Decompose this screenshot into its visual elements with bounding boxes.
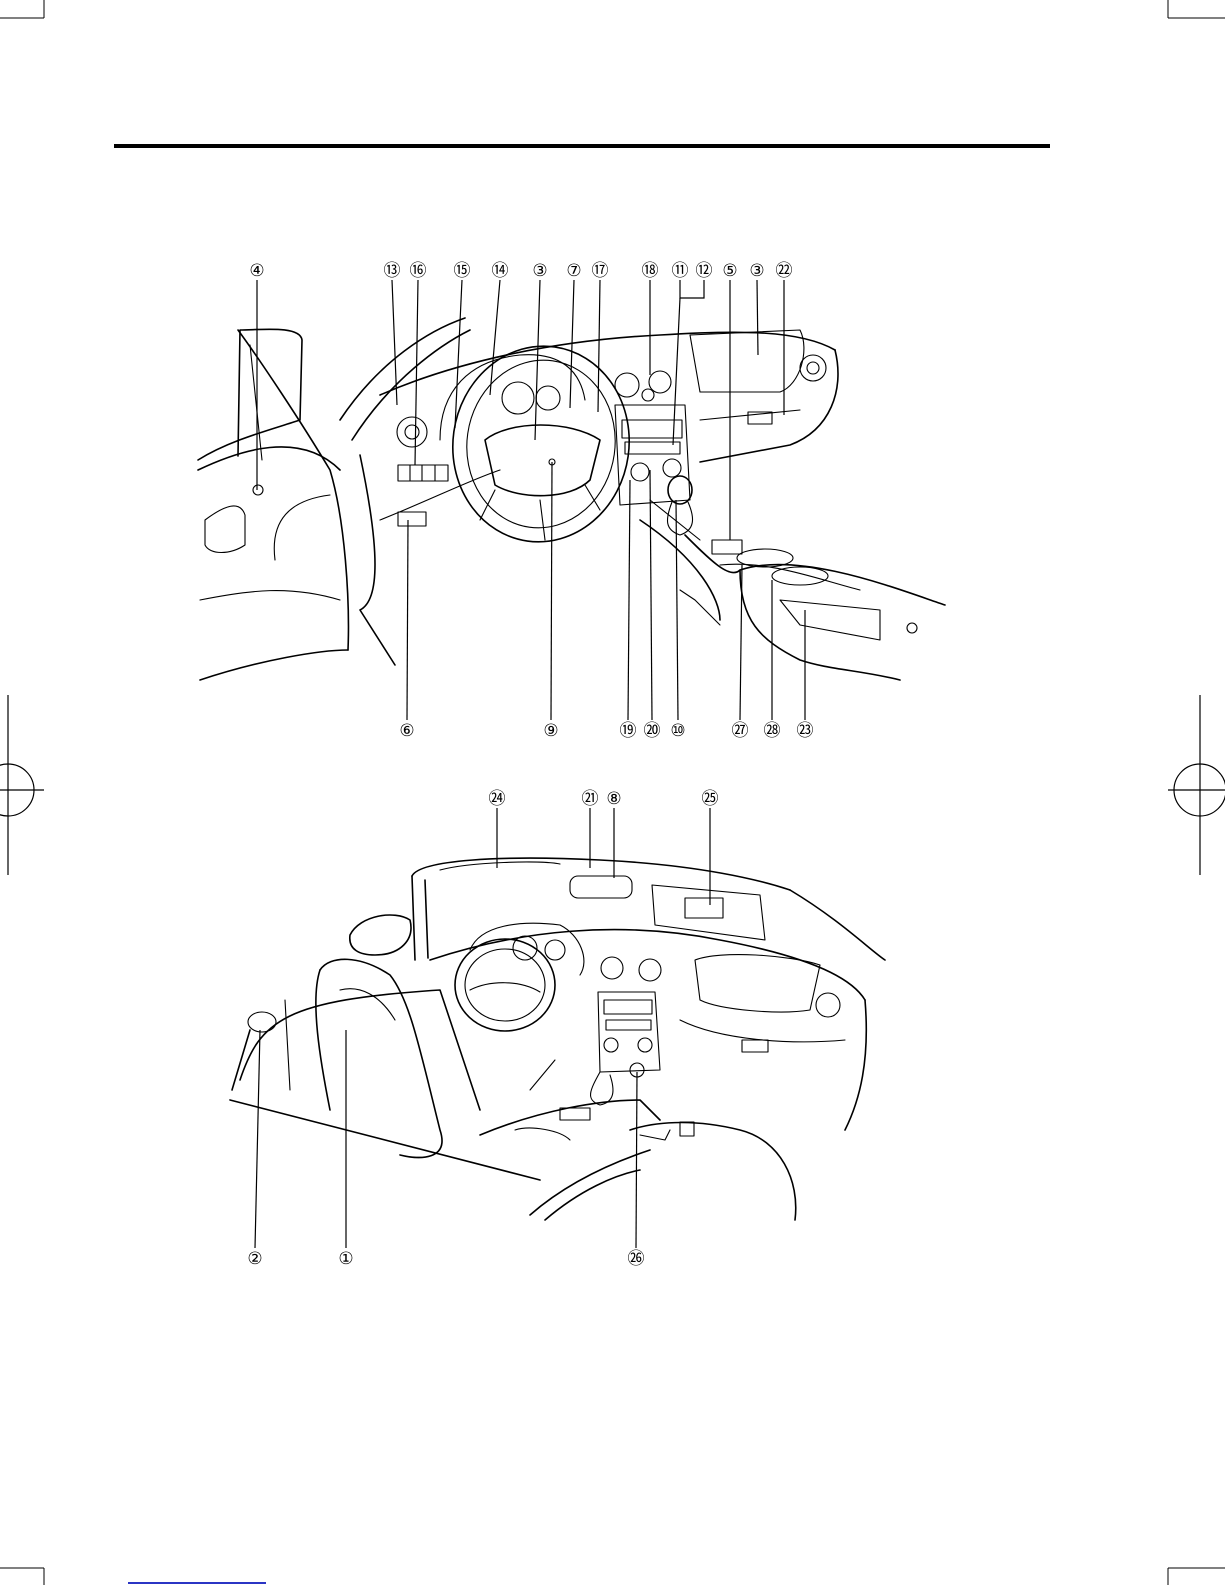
lower-bottom-callouts: ② ① ㉖ — [247, 1249, 644, 1269]
callout-24: ㉔ — [489, 789, 506, 809]
callout-25: ㉕ — [702, 789, 719, 809]
callout-26: ㉖ — [628, 1249, 645, 1269]
registration-mark-left — [0, 695, 44, 875]
callout-11: ⑪ — [672, 261, 689, 281]
callout-28: ㉘ — [764, 721, 781, 741]
callout-23: ㉓ — [797, 721, 814, 741]
callout-15: ⑮ — [454, 261, 471, 281]
callout-18: ⑱ — [642, 261, 659, 281]
lower-top-callouts: ㉔ ㉑ ⑧ ㉕ — [489, 789, 719, 809]
callout-5: ⑤ — [722, 261, 737, 281]
callout-14: ⑭ — [492, 261, 509, 281]
callout-13: ⑬ — [384, 261, 401, 281]
callout-17: ⑰ — [592, 261, 609, 281]
registration-mark-right — [1168, 695, 1225, 875]
callout-4: ④ — [249, 261, 264, 281]
callout-7: ⑦ — [566, 261, 581, 281]
callout-8: ⑧ — [606, 789, 621, 809]
upper-top-callouts: ④ ⑬ ⑯ ⑮ ⑭ ③ ⑦ ⑰ ⑱ ⑪ ⑫ ⑤ ③ ㉒ — [249, 261, 792, 281]
upper-leader-lines — [257, 280, 805, 720]
callout-2: ② — [247, 1249, 262, 1269]
callout-3b: ③ — [749, 261, 764, 281]
callout-10: ⑩ — [670, 721, 685, 741]
callout-20: ⑳ — [644, 721, 661, 741]
callout-19: ⑲ — [620, 721, 637, 741]
callout-12: ⑫ — [696, 261, 713, 281]
cabin-illustration — [230, 858, 885, 1220]
callout-22: ㉒ — [776, 261, 793, 281]
callout-3a: ③ — [532, 261, 547, 281]
callout-9: ⑨ — [543, 721, 558, 741]
callout-21: ㉑ — [582, 789, 599, 809]
callout-16: ⑯ — [410, 261, 427, 281]
callout-6: ⑥ — [399, 721, 414, 741]
callout-27: ㉗ — [732, 721, 749, 741]
upper-bottom-callouts: ⑥ ⑨ ⑲ ⑳ ⑩ ㉗ ㉘ ㉓ — [399, 721, 813, 741]
lower-leader-lines — [255, 808, 710, 1248]
callout-1: ① — [338, 1249, 353, 1269]
